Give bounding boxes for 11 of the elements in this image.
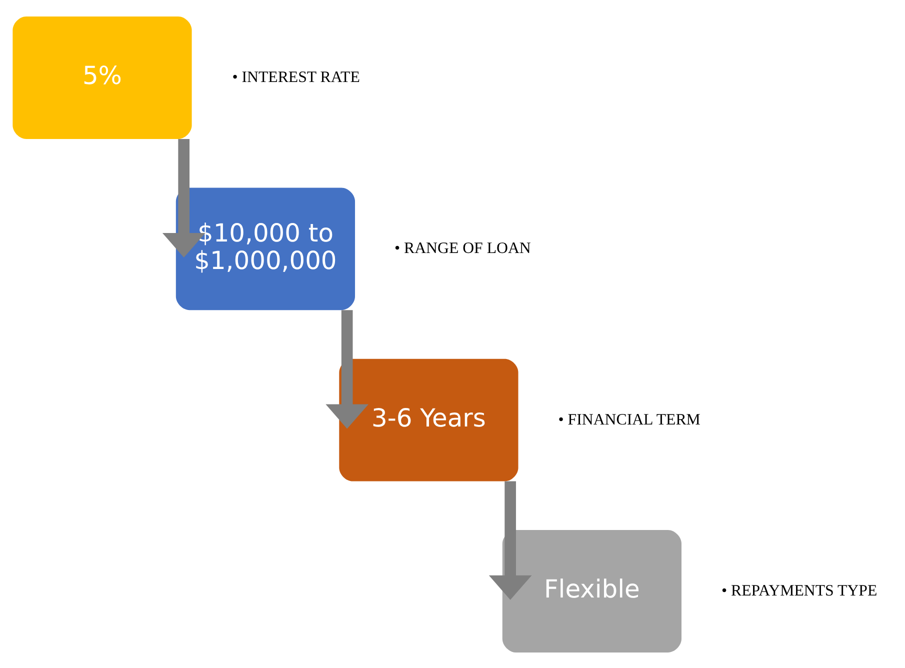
- node-label: • INTEREST RATE: [232, 68, 360, 86]
- arrow: [326, 310, 368, 428]
- arrow: [162, 138, 206, 258]
- node-box: 5%: [12, 16, 192, 138]
- node-box: 3-6 Years: [339, 358, 518, 481]
- node-label: • REPAYMENTS TYPE: [722, 582, 878, 599]
- node-label: • FINANCIAL TERM: [558, 410, 700, 428]
- arrow: [488, 480, 532, 600]
- node-box: $10,000 to $1,000,000: [176, 187, 356, 310]
- node-label: • RANGE OF LOAN: [394, 240, 531, 257]
- node-box: Flexible: [502, 530, 682, 652]
